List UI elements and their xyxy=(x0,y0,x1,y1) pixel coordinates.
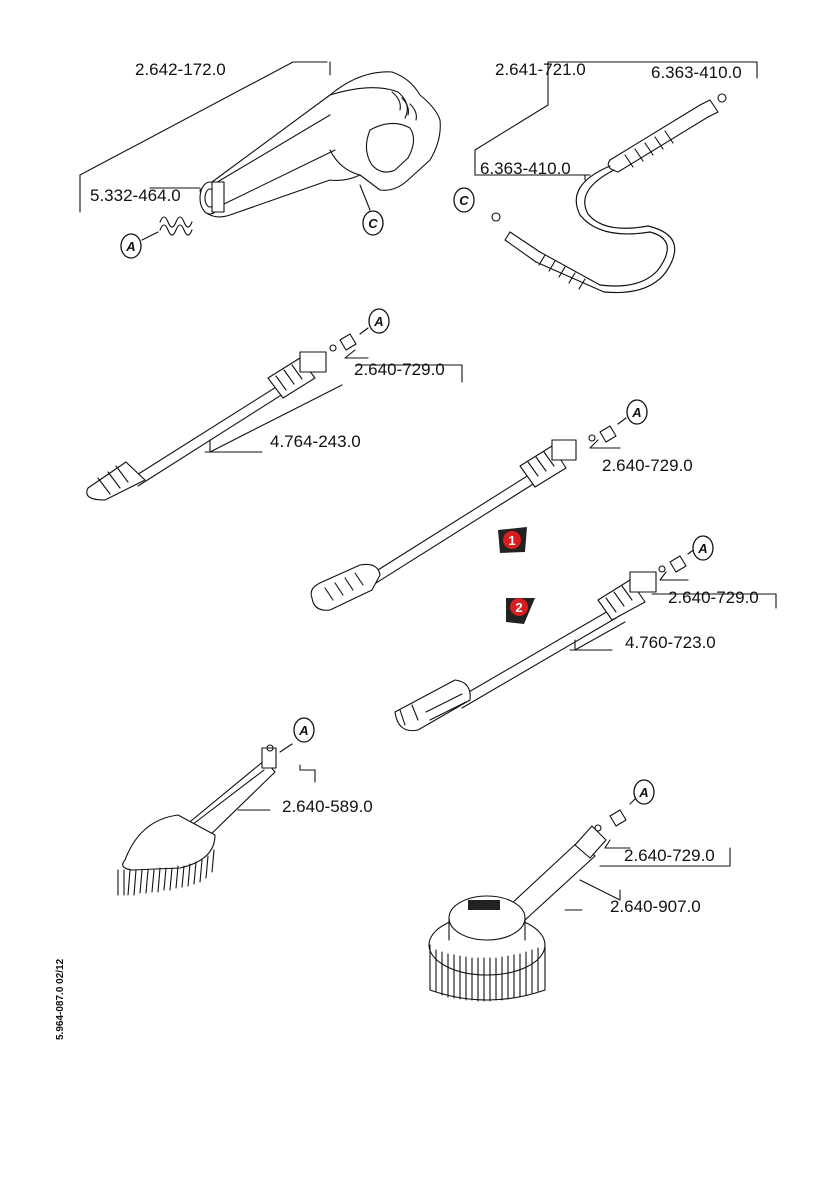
badge-2-text: 2 xyxy=(515,600,522,615)
lance-2-illustration xyxy=(310,417,627,611)
part-number-gun: 2.642-172.0 xyxy=(135,60,226,79)
wash-brush-illustration xyxy=(117,743,316,896)
part-number-lance2-oring: 2.640-729.0 xyxy=(602,456,693,475)
callout-a-rotary-text: A xyxy=(638,785,648,800)
lance-1-illustration xyxy=(86,327,463,501)
callout-c-hose-text: C xyxy=(459,193,469,208)
callout-c-gun-text: C xyxy=(368,216,378,231)
part-number-lance1-oring: 2.640-729.0 xyxy=(354,360,445,379)
part-number-gun-spring: 5.332-464.0 xyxy=(90,186,181,205)
badge-2 xyxy=(506,598,535,624)
callout-circle-a-gun xyxy=(120,233,142,259)
callout-circle-c-gun xyxy=(362,210,384,236)
rotary-brush-illustration xyxy=(428,797,731,1002)
part-number-rotary-oring: 2.640-729.0 xyxy=(624,846,715,865)
part-number-rotary-brush: 2.640-907.0 xyxy=(610,897,701,916)
callout-a-lance2-text: A xyxy=(631,405,641,420)
hose-illustration xyxy=(474,61,758,294)
badge-1 xyxy=(498,527,527,553)
callout-a-gun-text: A xyxy=(125,239,135,254)
callout-circle-c-hose xyxy=(453,187,475,213)
part-number-lance3-oring: 2.640-729.0 xyxy=(668,588,759,607)
callout-circle-a-lance2 xyxy=(626,399,648,425)
callout-a-brush-text: A xyxy=(298,723,308,738)
part-number-hose: 2.641-721.0 xyxy=(495,60,586,79)
callout-circle-a-rotary xyxy=(633,779,655,805)
part-number-lance1: 4.764-243.0 xyxy=(270,432,361,451)
callout-a-lance1-text: A xyxy=(373,314,383,329)
spray-gun-illustration xyxy=(79,61,441,241)
part-number-hose-oring-top: 6.363-410.0 xyxy=(651,63,742,82)
part-number-hose-oring-left: 6.363-410.0 xyxy=(480,159,571,178)
part-number-lance3: 4.760-723.0 xyxy=(625,633,716,652)
callout-a-lance3-text: A xyxy=(697,541,707,556)
lance-3-illustration xyxy=(394,547,777,732)
callout-circle-a-brush xyxy=(293,717,315,743)
document-reference: 5.964-087.0 02/12 xyxy=(55,958,66,1040)
callout-circle-a-lance1 xyxy=(368,308,390,334)
part-number-brush: 2.640-589.0 xyxy=(282,797,373,816)
badge-1-text: 1 xyxy=(508,533,515,548)
callout-circle-a-lance3 xyxy=(692,535,714,561)
